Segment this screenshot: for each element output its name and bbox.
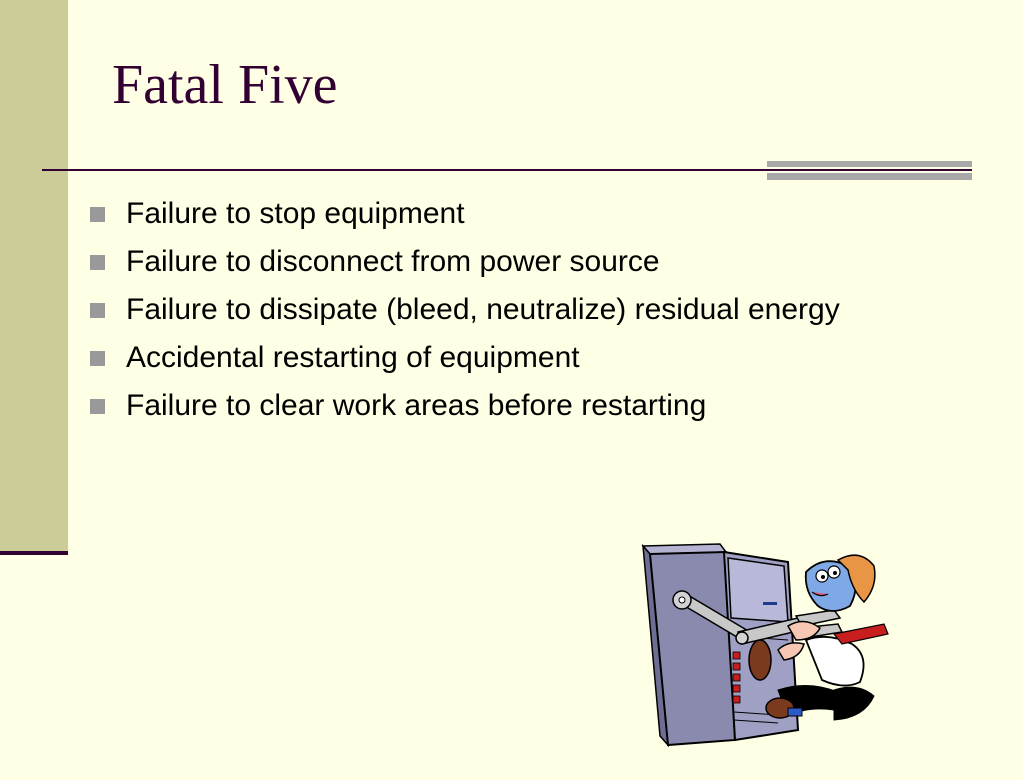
bullet-text: Failure to stop equipment [126,197,465,230]
bullet-text: Accidental restarting of equipment [126,341,580,374]
bullet-item: Failure to clear work areas before resta… [90,388,890,424]
bullet-list: Failure to stop equipment Failure to dis… [90,196,890,436]
bullet-item: Failure to disconnect from power source [90,244,890,280]
left-band-rule [0,551,68,555]
bullet-text: Failure to clear work areas before resta… [126,389,707,422]
bullet-text: Failure to disconnect from power source [126,245,660,278]
title-divider-accent [767,161,972,180]
bullet-text: Failure to dissipate (bleed, neutralize)… [126,293,840,326]
left-accent-band [0,0,68,553]
bullet-item: Accidental restarting of equipment [90,340,890,376]
bullet-item: Failure to dissipate (bleed, neutralize)… [90,292,890,328]
square-bullet-icon [90,351,105,366]
square-bullet-icon [90,207,105,222]
title-divider [42,169,972,171]
square-bullet-icon [90,303,105,318]
slide-title: Fatal Five [112,54,338,116]
square-bullet-icon [90,399,105,414]
machine-accident-clipart [641,543,889,748]
bullet-item: Failure to stop equipment [90,196,890,232]
square-bullet-icon [90,255,105,270]
